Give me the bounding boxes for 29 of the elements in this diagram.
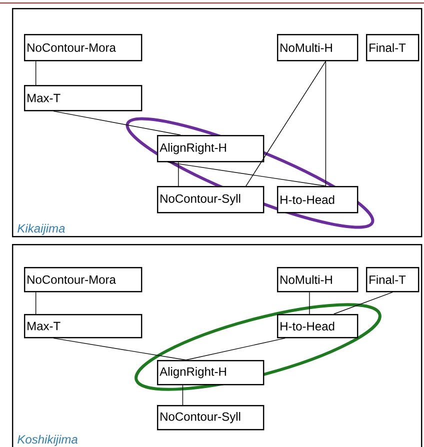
constraint-box: AlignRight-H — [157, 135, 264, 162]
panel-label: Kikaijima — [18, 224, 65, 235]
panel-label: Koshikijima — [18, 434, 78, 446]
constraint-box: NoMulti-H — [277, 267, 358, 292]
connector-line — [182, 384, 184, 406]
panel — [12, 244, 422, 447]
constraint-box: NoContour-Syll — [157, 405, 264, 430]
constraint-box: H-to-Head — [277, 314, 358, 338]
constraint-box: Final-T — [366, 34, 420, 62]
connector-line — [186, 338, 286, 360]
constraint-box: NoContour-Syll — [157, 186, 264, 214]
constraint-box: NoContour-Mora — [24, 34, 142, 62]
panel — [12, 8, 422, 238]
connector-line — [325, 60, 326, 186]
connector-line — [35, 60, 36, 86]
constraint-box: Final-T — [366, 267, 420, 292]
connector-line — [167, 162, 326, 186]
constraint-box: AlignRight-H — [157, 360, 264, 386]
connector-line — [309, 292, 310, 314]
constraint-box: NoMulti-H — [277, 34, 358, 62]
connector-line — [246, 60, 326, 186]
connector-line — [53, 338, 186, 360]
connector-line — [178, 162, 179, 186]
connector-line — [333, 292, 393, 314]
constraint-box: NoContour-Mora — [24, 267, 142, 292]
connector-line — [35, 292, 36, 314]
constraint-box: Max-T — [24, 85, 142, 112]
constraint-box: H-to-Head — [277, 186, 358, 214]
constraint-box: Max-T — [24, 314, 142, 338]
